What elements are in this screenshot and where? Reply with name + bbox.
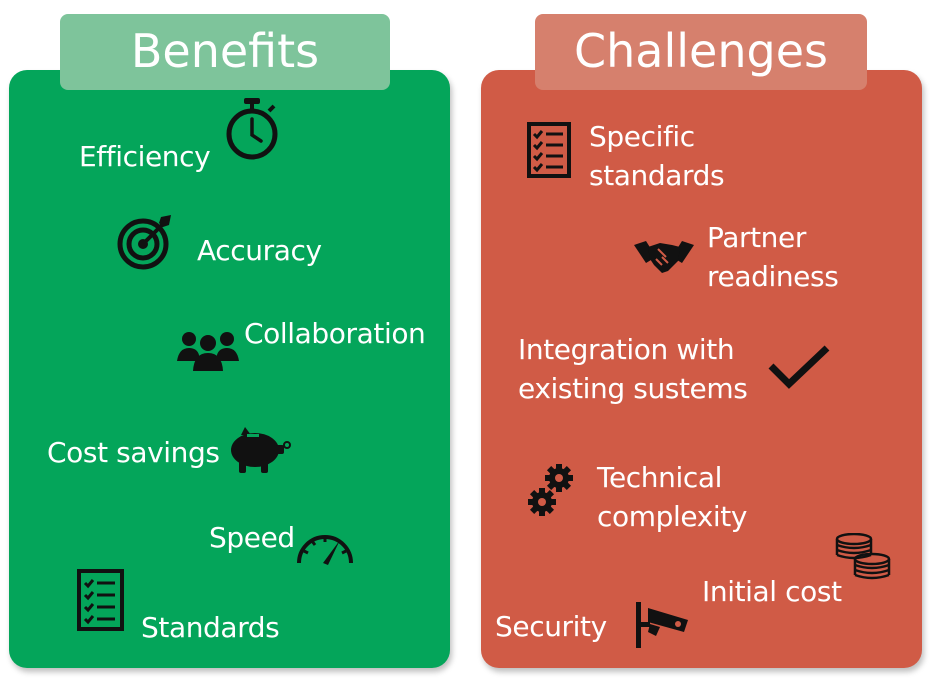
handshake-icon bbox=[634, 237, 694, 277]
target-icon bbox=[117, 213, 174, 270]
partner-readiness-label-line1: Partner bbox=[707, 221, 806, 254]
accuracy-label: Accuracy bbox=[197, 234, 322, 267]
standards-label: Standards bbox=[141, 611, 280, 644]
checklist-icon bbox=[527, 122, 571, 178]
people-icon bbox=[177, 327, 239, 371]
collaboration-label: Collaboration bbox=[244, 317, 426, 350]
initial-cost-label: Initial cost bbox=[702, 575, 842, 608]
challenges-title: Challenges bbox=[535, 14, 867, 90]
security-label: Security bbox=[495, 610, 607, 643]
coins-icon bbox=[834, 533, 892, 581]
partner-readiness-label-line2: readiness bbox=[707, 260, 839, 293]
gears-icon bbox=[527, 460, 575, 518]
piggy-bank-icon bbox=[229, 425, 291, 475]
speed-label: Speed bbox=[209, 521, 295, 554]
security-camera-icon bbox=[634, 600, 692, 650]
benefits-panel bbox=[9, 70, 450, 668]
cost-savings-label: Cost savings bbox=[47, 436, 220, 469]
specific-standards-label-line1: Specific bbox=[589, 120, 695, 153]
technical-complexity-label-line2: complexity bbox=[597, 500, 747, 533]
checkmark-icon bbox=[767, 344, 831, 390]
technical-complexity-label-line1: Technical bbox=[597, 461, 722, 494]
challenges-panel bbox=[481, 70, 922, 668]
stopwatch-icon bbox=[224, 97, 280, 161]
benefits-title: Benefits bbox=[60, 14, 390, 90]
specific-standards-label-line2: standards bbox=[589, 159, 725, 192]
checklist-icon bbox=[77, 569, 124, 631]
integration-label-line1: Integration with bbox=[518, 333, 735, 366]
integration-label-line2: existing sustems bbox=[518, 372, 748, 405]
efficiency-label: Efficiency bbox=[79, 140, 211, 173]
speedometer-icon bbox=[295, 527, 355, 565]
